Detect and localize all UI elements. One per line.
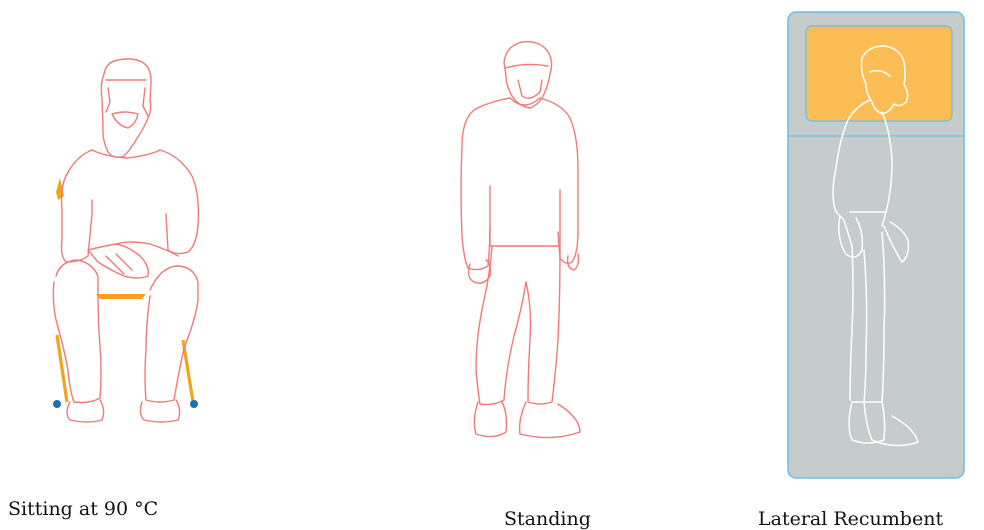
pillow-icon [806,26,952,121]
caption-lateral-recumbent: Lateral Recumbent [758,510,943,529]
caption-standing: Standing [504,510,591,529]
sitting-person-outline [53,59,198,422]
chair-icon [53,178,198,408]
lateral-recumbent-figure [788,12,964,478]
standing-person-outline [461,42,580,438]
caption-sitting: Sitting at 90 °C [8,500,158,519]
sitting-person-figure [53,59,198,422]
standing-person-figure [461,42,580,438]
